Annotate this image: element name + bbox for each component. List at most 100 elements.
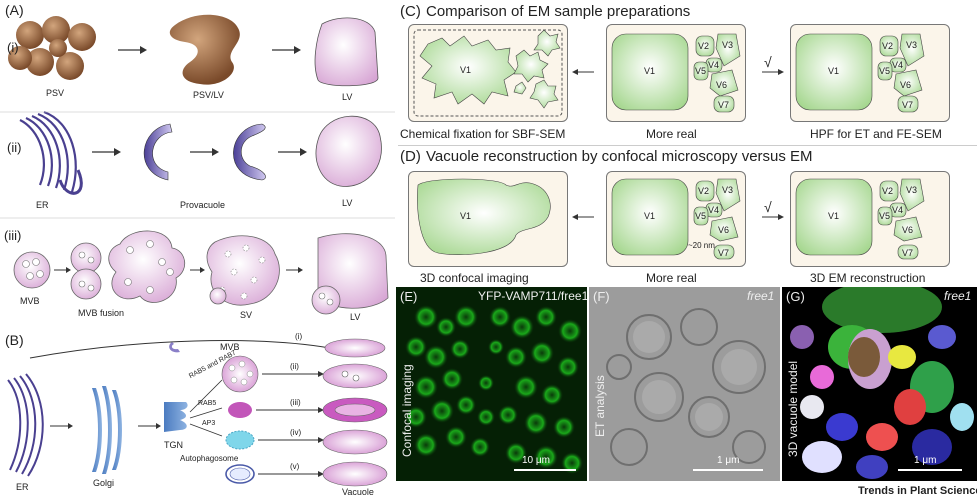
c-right-v6: V6 (900, 80, 912, 90)
provacuole-cup (233, 123, 266, 181)
panel-e-scale: 10 μm (522, 455, 550, 466)
psv-lv-shape (169, 14, 240, 85)
row-i-label: (i) (7, 40, 19, 55)
panel-e-side: Confocal imaging (400, 364, 414, 457)
panel-c-label: (C) (400, 3, 421, 20)
panel-g-title: free1 (944, 289, 972, 303)
panel-e-title: YFP-VAMP711/free1 (478, 289, 587, 303)
c-right-v7: V7 (902, 100, 914, 110)
d-mid-v3: V3 (722, 185, 734, 195)
route-i: (i) (295, 332, 303, 341)
panel-b: (B) (0, 330, 395, 501)
c-right-v2: V2 (882, 41, 894, 51)
et-image (589, 287, 780, 481)
row-ii-label: (ii) (7, 140, 22, 155)
c-right-caption: HPF for ET and FE-SEM (810, 127, 942, 141)
d-mid-v2: V2 (698, 186, 710, 196)
c-mid-v7: V7 (718, 100, 730, 110)
panel-g-model: (G) free1 3D vacuole model 1 μm (782, 287, 977, 481)
rab5-label: RAB5 (198, 400, 217, 407)
panel-g-scale: 1 μm (914, 455, 937, 466)
d-left-caption: 3D confocal imaging (420, 271, 529, 285)
psv-label: PSV (46, 88, 65, 98)
route-ii: (ii) (290, 362, 299, 371)
panel-e-confocal: (E) YFP-VAMP711/free1 Confocal imaging 1… (396, 287, 587, 481)
confocal-image (396, 287, 587, 481)
mvb-label-a: MVB (20, 296, 40, 306)
panel-a-graphics (0, 14, 395, 315)
d-right-v1: V1 (828, 211, 840, 221)
d-right-v2: V2 (882, 186, 894, 196)
c-middle-caption: More real (646, 127, 697, 141)
panel-e-scalebar (514, 469, 576, 471)
c-left-v1: V1 (460, 65, 472, 75)
vacuole-label: Vacuole (342, 487, 374, 497)
d-right-v7: V7 (902, 248, 914, 258)
provacuole-c (143, 123, 173, 181)
c-right-v1: V1 (828, 66, 840, 76)
lv-label-i: LV (342, 92, 353, 102)
d-right-v5: V5 (879, 211, 891, 221)
d-right-caption: 3D EM reconstruction (810, 271, 926, 285)
c-mid-v1: V1 (644, 66, 656, 76)
mvb-row (13, 230, 389, 315)
er-stack (19, 110, 83, 195)
er-stack-b (7, 373, 44, 477)
panel-a-label: (A) (5, 2, 24, 18)
panel-f-side: ET analysis (593, 375, 607, 437)
panel-b-label: (B) (5, 332, 24, 348)
d-right-v6: V6 (902, 225, 914, 235)
golgi-stack (92, 386, 122, 474)
d-right-v3: V3 (906, 185, 918, 195)
panel-f-scale: 1 μm (717, 455, 740, 466)
lv-shape-ii (315, 115, 382, 187)
route-v: (v) (290, 462, 300, 471)
panel-g-side: 3D vacuole model (786, 360, 800, 457)
panel-f-scalebar (693, 469, 763, 471)
panel-c-graphics (413, 29, 925, 117)
d-mid-v6: V6 (718, 225, 730, 235)
panel-d-graphics (417, 178, 925, 260)
panel-g-scalebar (898, 469, 962, 471)
panel-b-graphics (7, 338, 388, 487)
ap3-label: AP3 (202, 420, 216, 427)
autophagosome-label: Autophagosome (180, 454, 239, 463)
panel-e-label: (E) (400, 289, 418, 304)
panel-d: (D) Vacuole reconstruction by confocal m… (398, 145, 977, 285)
d-right-v4: V4 (892, 205, 904, 215)
golgi-label: Golgi (93, 478, 115, 488)
sv-label: SV (240, 310, 253, 320)
footer-credit: Trends in Plant Science (858, 485, 977, 497)
er-label-a: ER (36, 200, 49, 210)
d-mid-v7: V7 (718, 248, 730, 258)
d-mid-v1: V1 (644, 211, 656, 221)
c-mid-v6: V6 (716, 80, 728, 90)
c-mid-v2: V2 (698, 41, 710, 51)
c-check: √ (764, 54, 772, 70)
row-iii-label: (iii) (4, 228, 22, 243)
d-left-v1: V1 (460, 211, 472, 221)
panel-c: (C) Comparison of EM sample preparations (398, 0, 977, 145)
panel-f-title: free1 (747, 289, 775, 303)
panel-d-title: Vacuole reconstruction by confocal micro… (426, 148, 813, 165)
lv-shape-i (314, 17, 379, 87)
panel-g-label: (G) (786, 289, 805, 304)
lv-label-iii: LV (350, 312, 361, 322)
c-mid-v3: V3 (722, 40, 734, 50)
d-distance: ~20 nm (688, 241, 715, 250)
c-mid-v4: V4 (708, 60, 720, 70)
vacuole-stack (322, 338, 388, 487)
lv-label-ii: LV (342, 198, 353, 208)
d-middle-caption: More real (646, 271, 697, 285)
d-check: √ (764, 199, 772, 215)
route-iv: (iv) (290, 428, 302, 437)
panel-f-label: (F) (593, 289, 610, 304)
c-left-caption: Chemical fixation for SBF-SEM (400, 127, 566, 141)
vacuole-model-image (782, 287, 977, 481)
provacuole-label: Provacuole (180, 200, 226, 210)
psv-cluster (8, 16, 96, 80)
c-mid-v5: V5 (695, 66, 707, 76)
d-mid-v4: V4 (708, 205, 720, 215)
panel-c-title: Comparison of EM sample preparations (426, 3, 691, 20)
er-label-b: ER (16, 482, 29, 492)
